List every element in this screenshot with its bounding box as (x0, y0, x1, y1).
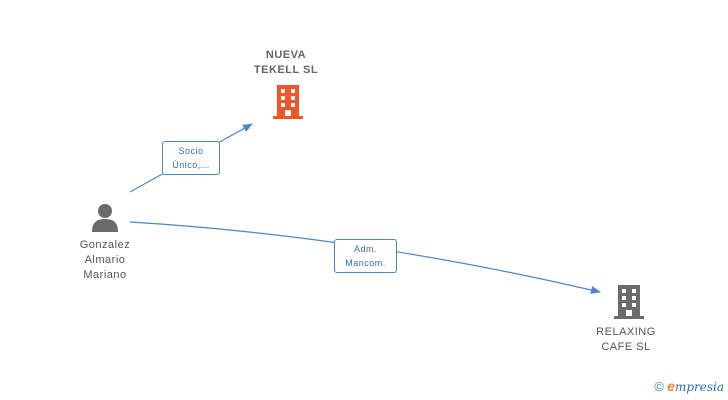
edge-label-socio-unico[interactable]: Socio Único,... (162, 141, 220, 175)
company-name-relaxing-cafe[interactable]: RELAXING CAFE SL (576, 325, 676, 355)
edge-label-line-2: Único,... (172, 160, 210, 170)
person-name-line-3: Mariano (83, 269, 127, 281)
building-icon[interactable] (273, 85, 303, 119)
building-icon[interactable] (614, 285, 644, 319)
person-name-line-1: Gonzalez (79, 239, 131, 251)
company-name-line-1: RELAXING (596, 326, 656, 338)
person-icon[interactable] (91, 202, 119, 232)
edge-label-line-1: Adm. (353, 244, 377, 254)
brand-name: mpresia (674, 380, 724, 394)
company-name-line-1: NUEVA (265, 49, 307, 61)
brand-initial: e (667, 378, 675, 394)
company-name-nueva-tekell[interactable]: NUEVA TEKELL SL (236, 48, 336, 78)
person-name-gonzalez-almario-mariano[interactable]: Gonzalez Almario Mariano (55, 238, 155, 283)
copyright-symbol: © (654, 379, 664, 394)
edge-label-line-1: Socio (178, 146, 204, 156)
edge-label-adm-mancom[interactable]: Adm. Mancom. (334, 239, 397, 273)
empresia-logo: © empresia (654, 378, 724, 394)
company-name-line-2: TEKELL SL (253, 64, 319, 76)
person-name-line-2: Almario (84, 254, 126, 266)
edge-label-line-2: Mancom. (345, 258, 386, 268)
company-name-line-2: CAFE SL (601, 341, 651, 353)
